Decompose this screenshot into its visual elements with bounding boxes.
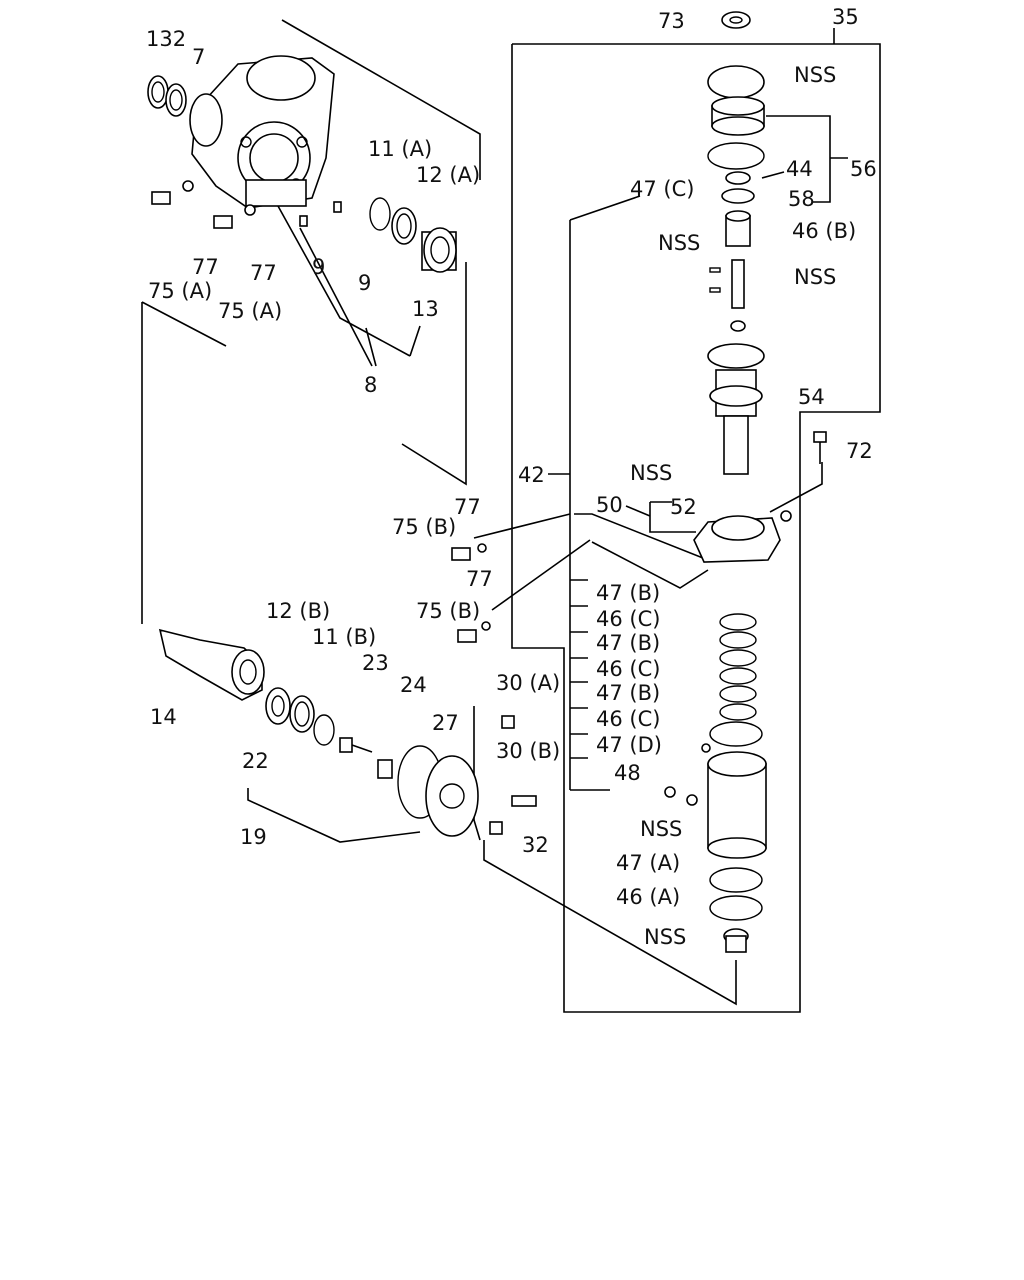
label-75b-b: 75 (B) — [416, 599, 480, 623]
label-46a: 46 (A) — [616, 885, 680, 909]
label-73: 73 — [658, 9, 685, 33]
label-23: 23 — [362, 651, 389, 675]
steering-housing — [189, 55, 335, 209]
ring-12b — [289, 695, 315, 733]
label-47b-1: 47 (B) — [596, 581, 660, 605]
label-58: 58 — [788, 187, 815, 211]
label-47d: 47 (D) — [596, 733, 662, 757]
label-47a: 47 (A) — [616, 851, 680, 875]
label-12a: 12 (A) — [416, 163, 480, 187]
ring-46a — [709, 895, 763, 921]
nut-24 — [377, 759, 393, 779]
plug-nss — [723, 928, 749, 953]
plate-56 — [711, 96, 765, 136]
ring-11b — [313, 714, 335, 746]
label-11b: 11 (B) — [312, 625, 376, 649]
seal-58 — [721, 188, 755, 204]
label-nss-bolt: NSS — [640, 817, 682, 841]
ring-stack — [701, 613, 763, 753]
bearing-22 — [265, 687, 291, 725]
part-labels: 132 7 11 (A) 12 (A) 9 9 13 8 77 77 75 (A… — [146, 5, 877, 949]
label-47c: 47 (C) — [630, 177, 694, 201]
label-44: 44 — [786, 157, 813, 181]
bushing-46b — [725, 210, 751, 247]
washer-77 — [182, 180, 256, 216]
label-47b-3: 47 (B) — [596, 681, 660, 705]
label-9-right: 9 — [358, 271, 371, 295]
fitting-75a — [151, 191, 233, 229]
label-12b: 12 (B) — [266, 599, 330, 623]
label-19: 19 — [240, 825, 267, 849]
label-30b: 30 (B) — [496, 739, 560, 763]
nut-32 — [489, 821, 503, 835]
label-22: 22 — [242, 749, 269, 773]
label-nss-bottom: NSS — [644, 925, 686, 949]
label-30a: 30 (A) — [496, 671, 560, 695]
fitting-30a — [501, 715, 515, 729]
label-7: 7 — [192, 45, 205, 69]
label-46c-3: 46 (C) — [596, 707, 660, 731]
label-nss-top: NSS — [794, 63, 836, 87]
label-46b: 46 (B) — [792, 219, 856, 243]
label-48: 48 — [614, 761, 641, 785]
label-54: 54 — [798, 385, 825, 409]
label-8: 8 — [364, 373, 377, 397]
washer-73 — [721, 11, 751, 29]
ring-12a — [391, 207, 417, 245]
seal-7 — [165, 83, 187, 117]
label-77-a: 77 — [192, 255, 219, 279]
label-77-c: 77 — [454, 495, 481, 519]
label-14: 14 — [150, 705, 177, 729]
nut-44 — [725, 171, 751, 185]
valve-54 — [707, 343, 765, 475]
label-nss-pin-left: NSS — [658, 231, 700, 255]
bolt-30b — [511, 795, 537, 807]
label-46c-1: 46 (C) — [596, 607, 660, 631]
label-27: 27 — [432, 711, 459, 735]
label-77-b: 77 — [250, 261, 277, 285]
label-75a-mid: 75 (A) — [218, 299, 282, 323]
piston — [664, 751, 767, 859]
gasket-top — [707, 65, 765, 99]
label-11a: 11 (A) — [368, 137, 432, 161]
label-50: 50 — [596, 493, 623, 517]
label-24: 24 — [400, 673, 427, 697]
label-9-left: 9 — [312, 255, 325, 279]
label-56: 56 — [850, 157, 877, 181]
screw-23 — [339, 737, 373, 753]
label-42: 42 — [518, 463, 545, 487]
label-nss-lower: NSS — [630, 461, 672, 485]
label-13: 13 — [412, 297, 439, 321]
leader-lines — [141, 19, 881, 1013]
pinion-shaft-14 — [158, 628, 265, 701]
label-47b-2: 47 (B) — [596, 631, 660, 655]
body-52 — [693, 510, 792, 563]
seal-132 — [147, 75, 169, 109]
label-nss-pin-right: NSS — [794, 265, 836, 289]
label-132: 132 — [146, 27, 186, 51]
ring-47a — [709, 867, 763, 893]
oring-47c — [707, 142, 765, 170]
pin-nss — [709, 259, 746, 332]
label-75b-a: 75 (B) — [392, 515, 456, 539]
ring-11a — [369, 197, 391, 231]
bolt-72 — [813, 431, 827, 464]
cover-27 — [397, 745, 479, 837]
label-72: 72 — [846, 439, 873, 463]
label-75a-left: 75 (A) — [148, 279, 212, 303]
label-77-d: 77 — [466, 567, 493, 591]
label-46c-2: 46 (C) — [596, 657, 660, 681]
nipple-9 — [299, 201, 342, 227]
fitting-75b — [451, 543, 491, 643]
label-32: 32 — [522, 833, 549, 857]
bearing-13 — [421, 227, 457, 273]
label-35: 35 — [832, 5, 859, 29]
label-52: 52 — [670, 495, 697, 519]
